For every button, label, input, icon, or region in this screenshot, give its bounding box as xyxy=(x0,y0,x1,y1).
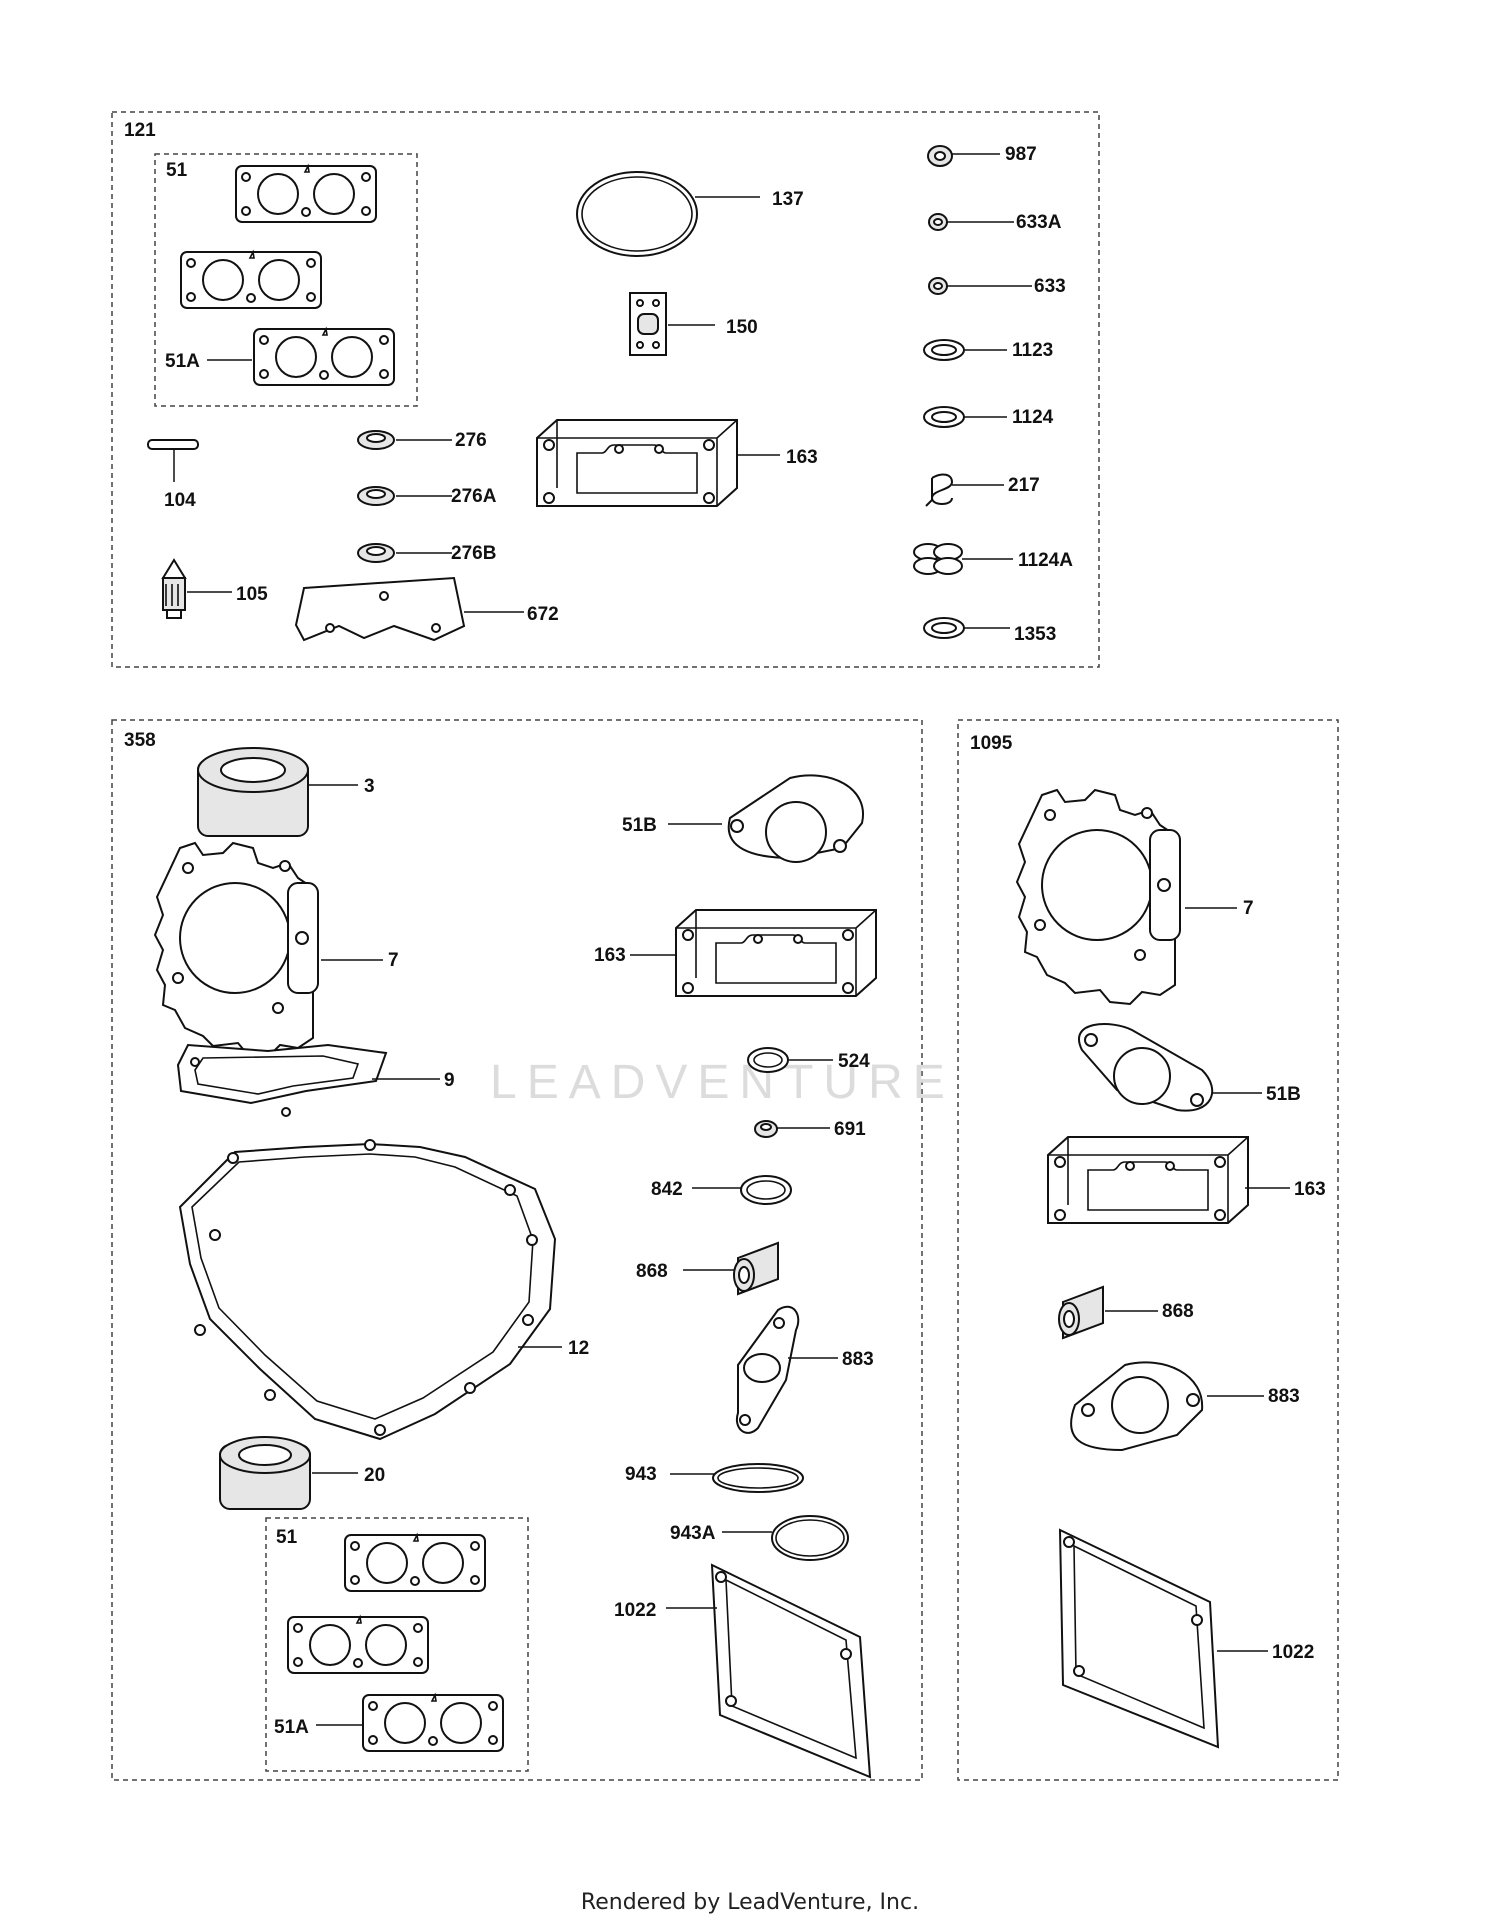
belt-ring-137 xyxy=(576,171,760,257)
label-633: 633 xyxy=(1034,276,1066,297)
group-box-358 xyxy=(111,719,923,1781)
seal-276b xyxy=(357,543,395,563)
head-gasket-7-1095 xyxy=(1016,789,1181,1005)
label-868-358: 868 xyxy=(636,1261,668,1282)
watermark-text: LEADVENTURE xyxy=(490,1056,955,1109)
label-1353: 1353 xyxy=(1014,624,1056,645)
label-672: 672 xyxy=(527,604,559,625)
ring-943 xyxy=(670,1463,804,1493)
cover-gasket-163-1095 xyxy=(1047,1136,1249,1224)
label-51b-1095: 51B xyxy=(1266,1084,1301,1105)
group-box-121 xyxy=(111,111,1100,668)
bearing-seal-20 xyxy=(219,1436,358,1510)
gasket-51-top-2 xyxy=(180,251,322,309)
seal-276a xyxy=(357,486,395,506)
label-1022-1095: 1022 xyxy=(1272,1642,1314,1663)
cover-gasket-1022-358 xyxy=(666,1563,872,1779)
subgroup-box-bottom xyxy=(265,1517,529,1772)
baffle-672 xyxy=(294,576,524,642)
label-163-358: 163 xyxy=(594,945,626,966)
washer-987 xyxy=(927,145,1000,167)
label-1022-358: 1022 xyxy=(614,1600,656,1621)
label-943: 943 xyxy=(625,1464,657,1485)
label-163-1095: 163 xyxy=(1294,1179,1326,1200)
footer-credit: Rendered by LeadVenture, Inc. xyxy=(580,1890,920,1915)
washer-633a xyxy=(928,213,1014,231)
washer-1353 xyxy=(923,617,965,639)
label-7-1095: 7 xyxy=(1243,898,1254,919)
ring-943a xyxy=(722,1515,849,1561)
label-9: 9 xyxy=(444,1070,455,1091)
label-276a: 276A xyxy=(451,486,497,507)
seal-276 xyxy=(357,430,395,450)
head-gasket-7 xyxy=(154,842,319,1058)
seal-691 xyxy=(754,1120,830,1138)
ring-524 xyxy=(747,1047,833,1073)
washer-1124 xyxy=(923,406,965,428)
gasket-883-1095 xyxy=(1070,1361,1264,1452)
label-868-1095: 868 xyxy=(1162,1301,1194,1322)
label-842: 842 xyxy=(651,1179,683,1200)
spacer-1124a xyxy=(913,543,1013,575)
label-51a-top: 51A xyxy=(165,351,200,372)
gasket-51-bottom-2 xyxy=(287,1616,429,1674)
label-3: 3 xyxy=(364,776,375,797)
washer-633 xyxy=(928,277,1032,295)
label-12: 12 xyxy=(568,1338,589,1359)
label-217: 217 xyxy=(1008,475,1040,496)
label-1124a: 1124A xyxy=(1018,550,1073,571)
bearing-seal-3 xyxy=(197,747,358,837)
label-137: 137 xyxy=(772,189,804,210)
cover-gasket-163-358 xyxy=(675,909,877,997)
spring-217 xyxy=(925,473,1004,507)
label-51a-bottom: 51A xyxy=(274,1717,309,1738)
gasket-51a-bottom xyxy=(362,1694,504,1752)
label-633a: 633A xyxy=(1016,212,1062,233)
label-104: 104 xyxy=(164,490,196,511)
cover-gasket-163-top xyxy=(536,419,738,507)
gasket-883-358 xyxy=(735,1305,838,1434)
label-883-358: 883 xyxy=(842,1349,874,1370)
label-51b-358: 51B xyxy=(622,815,657,836)
washer-1123 xyxy=(923,339,965,361)
gasket-51b-1095 xyxy=(1078,1023,1262,1112)
subgroup-label-51-bottom: 51 xyxy=(276,1527,298,1548)
label-943a: 943A xyxy=(670,1523,716,1544)
label-163-top: 163 xyxy=(786,447,818,468)
crankcase-gasket-12 xyxy=(178,1139,562,1441)
bushing-868-1095 xyxy=(1058,1285,1158,1340)
subgroup-box-top xyxy=(154,153,418,407)
pin-104 xyxy=(147,439,199,482)
cover-gasket-1022-1095 xyxy=(1058,1528,1268,1749)
gasket-51-bottom-1 xyxy=(344,1534,486,1592)
label-1124: 1124 xyxy=(1012,407,1054,428)
float-needle-105 xyxy=(161,558,232,619)
label-883-1095: 883 xyxy=(1268,1386,1300,1407)
label-7-358: 7 xyxy=(388,950,399,971)
ring-842 xyxy=(692,1175,792,1205)
group-label-358: 358 xyxy=(124,730,156,751)
bushing-868-358 xyxy=(683,1241,779,1296)
gasket-51a-top xyxy=(253,328,395,386)
label-276: 276 xyxy=(455,430,487,451)
label-691: 691 xyxy=(834,1119,866,1140)
label-276b: 276B xyxy=(451,543,496,564)
gasket-9 xyxy=(176,1043,440,1117)
subgroup-label-51-top: 51 xyxy=(166,160,188,181)
label-150: 150 xyxy=(726,317,758,338)
label-987: 987 xyxy=(1005,144,1037,165)
gasket-51-top-1 xyxy=(235,165,377,223)
label-1123: 1123 xyxy=(1012,340,1053,361)
group-label-121: 121 xyxy=(124,120,156,141)
group-box-1095 xyxy=(957,719,1339,1781)
label-105: 105 xyxy=(236,584,268,605)
label-20: 20 xyxy=(364,1465,385,1486)
gasket-51b-358 xyxy=(668,774,865,863)
label-524: 524 xyxy=(838,1051,870,1072)
group-label-1095: 1095 xyxy=(970,733,1013,754)
plate-150 xyxy=(629,292,715,356)
